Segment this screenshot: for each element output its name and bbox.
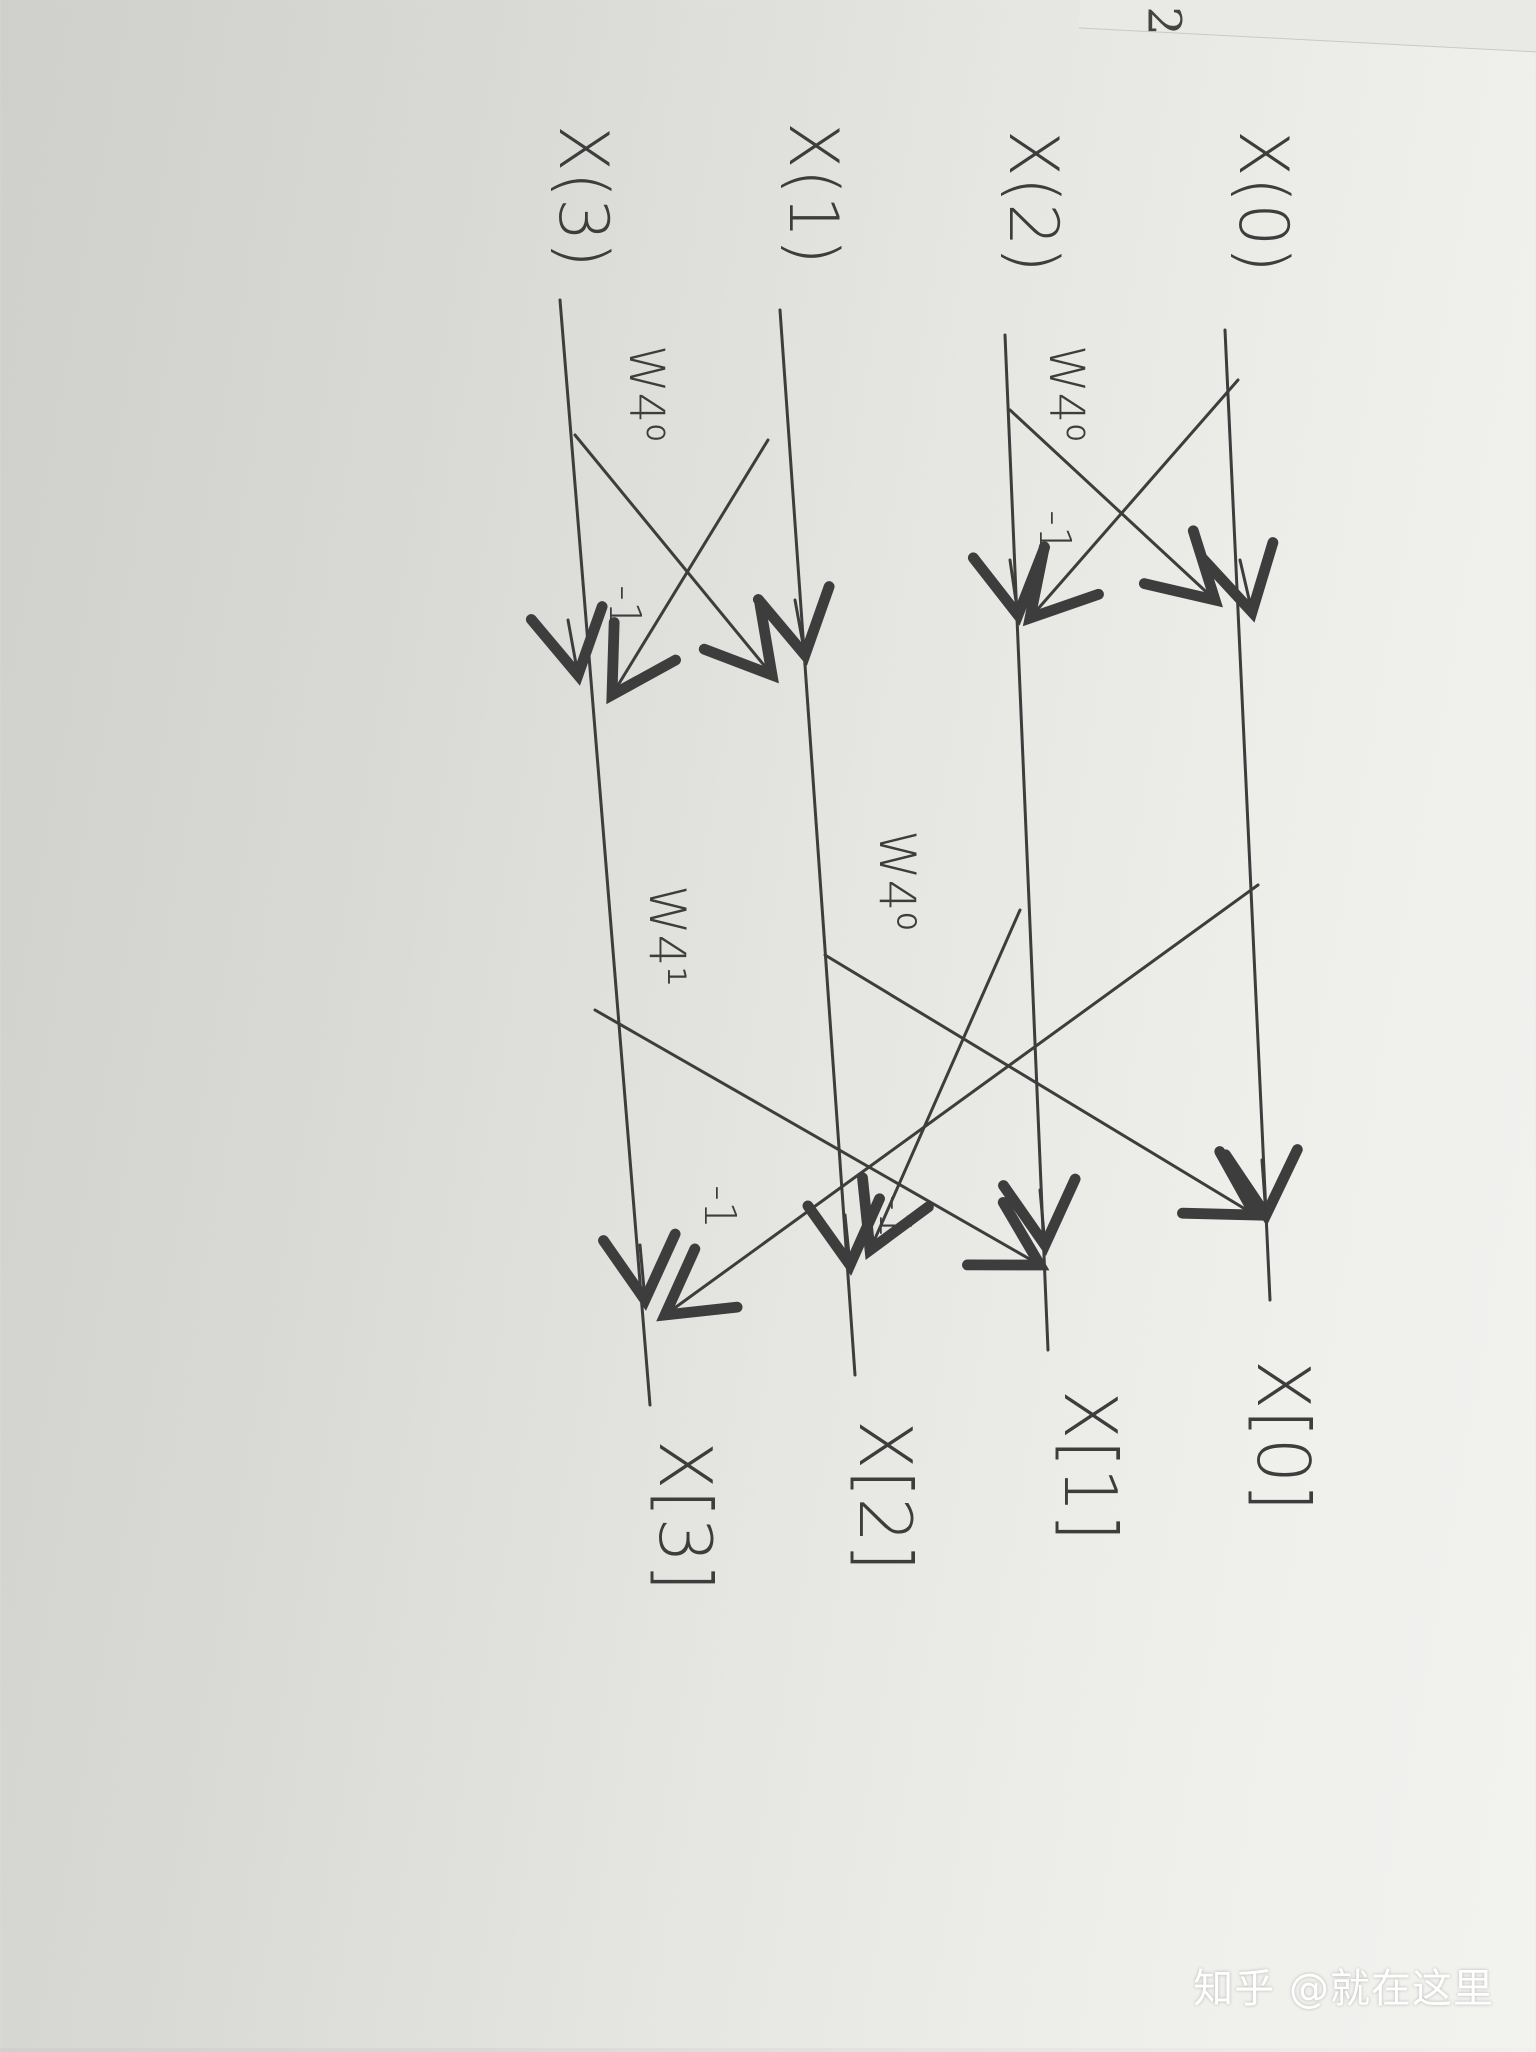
stage1-cross-bottom-a [573,433,779,684]
stage1-twiddle-bottom: W4⁰ [618,345,674,442]
output-label-x2: X[2] [843,1420,927,1571]
arrow-line1-stage1 [967,542,1050,626]
arrow-line1-stage2 [998,1173,1081,1256]
stage1-cross-top-b [1022,378,1240,627]
input-label-x2: X(2) [993,130,1072,273]
stage2-cross-2-to-0 [823,953,1265,1221]
stage1-minus-bottom: -1 [599,585,650,629]
input-label-x1: X(1) [773,122,852,265]
corner-fragment-text: 2 [1137,6,1192,36]
stage1-cross-top-a [1008,408,1223,608]
stage2-twiddle-a: W4⁰ [868,830,926,931]
signal-line-0 [1223,328,1272,1302]
arrow-line0-stage1 [1197,537,1279,623]
output-label-x0: X[0] [1241,1360,1325,1511]
arrow-line3-stage2 [598,1228,681,1311]
arrow-line2-stage1 [752,581,835,666]
stage2-cross-1-to-2 [857,908,1022,1260]
stage2-twiddle-b: W4¹ [638,885,696,986]
stage1-minus-top: -1 [1029,510,1080,554]
input-label-x3: X(3) [543,125,622,268]
stage1-twiddle-top: W4⁰ [1038,345,1094,442]
watermark-text: 知乎 @就在这里 [1193,1966,1494,2012]
arrow-line0-stage2 [1220,1144,1303,1226]
stage2-cross-3-to-1 [593,1008,1050,1271]
arrow-line3-stage1 [525,601,608,686]
input-label-x0: X(0) [1223,130,1302,273]
arrow-line2-stage2 [802,1193,885,1276]
output-label-x1: X[1] [1048,1390,1132,1541]
output-label-x3: X[3] [643,1440,727,1591]
stage2-minus-b: -1 [694,1185,745,1229]
stage2-minus-a: -1 [869,1195,920,1239]
stage1-cross-bottom-b [606,438,770,705]
stage2-cross-0-to-3 [656,883,1260,1322]
signal-line-3 [558,298,652,1407]
